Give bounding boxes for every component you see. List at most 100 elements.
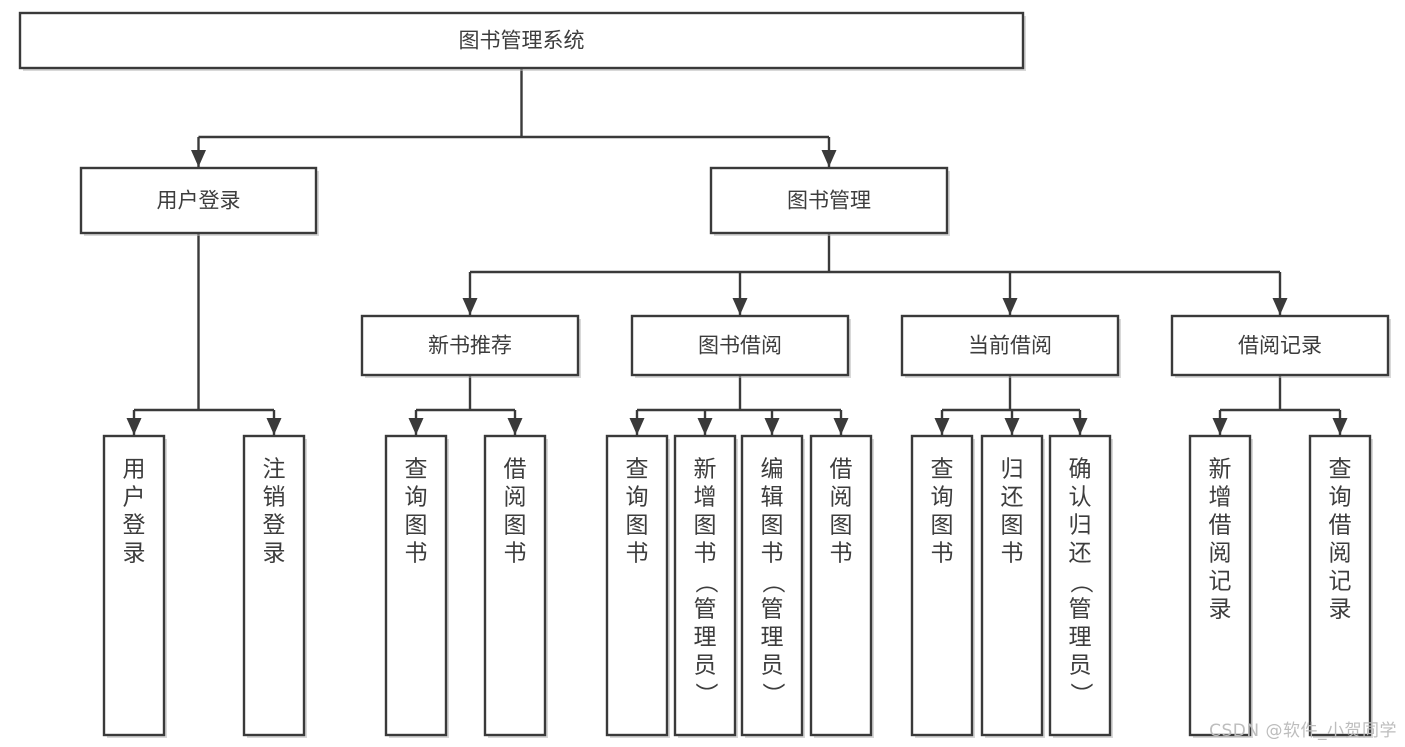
node-label-char: 员: [1069, 653, 1092, 679]
node-leaf-0[interactable]: 用户登录: [102, 434, 167, 738]
node-label-char: 图: [405, 513, 428, 539]
node-level3-0[interactable]: 新书推荐: [360, 314, 581, 378]
node-label-char: 员: [694, 653, 717, 679]
node-label-char: 增: [694, 485, 717, 511]
arrow-head: [833, 418, 849, 435]
node-label-char: 询: [405, 485, 428, 511]
box-outline: [79, 166, 318, 235]
node-label-char: 书: [626, 541, 649, 567]
arrow-head: [507, 418, 523, 435]
node-label-char: 书: [830, 541, 853, 567]
node-label-char: 查: [626, 457, 649, 483]
arrow-head: [821, 150, 837, 167]
node-level3-2[interactable]: 当前借阅: [900, 314, 1121, 378]
node-label-char: 辑: [761, 485, 784, 511]
node-label-char: 登: [263, 513, 286, 539]
box-outline: [1308, 434, 1372, 737]
node-label-char: 录: [123, 541, 146, 567]
node-level2-1[interactable]: 图书管理: [709, 166, 950, 236]
box-outline: [605, 434, 669, 737]
node-label: 图书管理: [787, 189, 871, 213]
box-outline: [1188, 434, 1252, 737]
box-outline: [673, 434, 737, 737]
node-label: 图书管理系统: [459, 29, 585, 53]
csdn-watermark: CSDN @软件_小贺同学: [1209, 721, 1397, 741]
node-label-char: 注: [263, 457, 286, 483]
arrow-head: [697, 418, 713, 435]
node-level3-3[interactable]: 借阅记录: [1170, 314, 1391, 378]
node-label-char: 询: [931, 485, 954, 511]
node-label: 当前借阅: [968, 334, 1052, 358]
box-outline: [630, 314, 850, 377]
node-label-char: 归: [1069, 513, 1092, 539]
arrow-head: [764, 418, 780, 435]
arrow-head: [1272, 298, 1288, 315]
node-label-char: 图: [504, 513, 527, 539]
node-label-char: 借: [504, 457, 527, 483]
node-label-char: 书: [694, 541, 717, 567]
box-outline: [18, 11, 1025, 70]
node-label-char: 认: [1069, 485, 1092, 511]
node-label-char: 确: [1069, 457, 1092, 483]
node-label-char: 还: [1001, 485, 1024, 511]
node-label-char: ）: [693, 683, 719, 706]
node-root-system[interactable]: 图书管理系统: [18, 11, 1026, 71]
node-label-char: 理: [694, 625, 717, 651]
box-outline: [1048, 434, 1112, 737]
node-label-char: 归: [1001, 457, 1024, 483]
node-label-char: 新: [1209, 457, 1232, 483]
nodes-layer: 图书管理系统用户登录图书管理新书推荐图书借阅当前借阅借阅记录用户登录注销登录查询…: [18, 11, 1391, 738]
node-label-char: 借: [1209, 513, 1232, 539]
node-label-char: 查: [405, 457, 428, 483]
arrow-head: [1002, 298, 1018, 315]
node-label-char: 图: [1001, 513, 1024, 539]
node-label-char: （: [1068, 571, 1094, 594]
node-label: 新书推荐: [428, 334, 512, 358]
box-outline: [900, 314, 1120, 377]
node-label-char: 管: [1069, 597, 1092, 623]
box-outline: [980, 434, 1044, 737]
box-outline: [910, 434, 974, 737]
arrow-head: [408, 418, 424, 435]
arrow-head: [1332, 418, 1348, 435]
arrow-head: [1212, 418, 1228, 435]
node-label-char: ）: [760, 683, 786, 706]
node-label-char: ）: [1068, 683, 1094, 706]
node-label-char: 图: [931, 513, 954, 539]
node-label-char: 编: [761, 457, 784, 483]
box-outline: [740, 434, 804, 737]
node-label-char: 图: [694, 513, 717, 539]
node-label-char: 书: [405, 541, 428, 567]
node-label-char: 书: [1001, 541, 1024, 567]
node-label-char: 员: [761, 653, 784, 679]
node-label-char: 还: [1069, 541, 1092, 567]
node-level2-0[interactable]: 用户登录: [79, 166, 319, 236]
node-label-char: 询: [626, 485, 649, 511]
node-label-char: 录: [1329, 597, 1352, 623]
node-label-char: 理: [1069, 625, 1092, 651]
node-level3-1[interactable]: 图书借阅: [630, 314, 851, 378]
box-outline: [1170, 314, 1390, 377]
node-label-char: （: [760, 571, 786, 594]
arrow-head: [1004, 418, 1020, 435]
arrow-head: [629, 418, 645, 435]
node-label-char: 借: [830, 457, 853, 483]
box-outline: [483, 434, 547, 737]
node-label-char: 图: [830, 513, 853, 539]
box-outline: [360, 314, 580, 377]
node-label-char: 管: [761, 597, 784, 623]
node-label-char: 户: [123, 485, 146, 511]
